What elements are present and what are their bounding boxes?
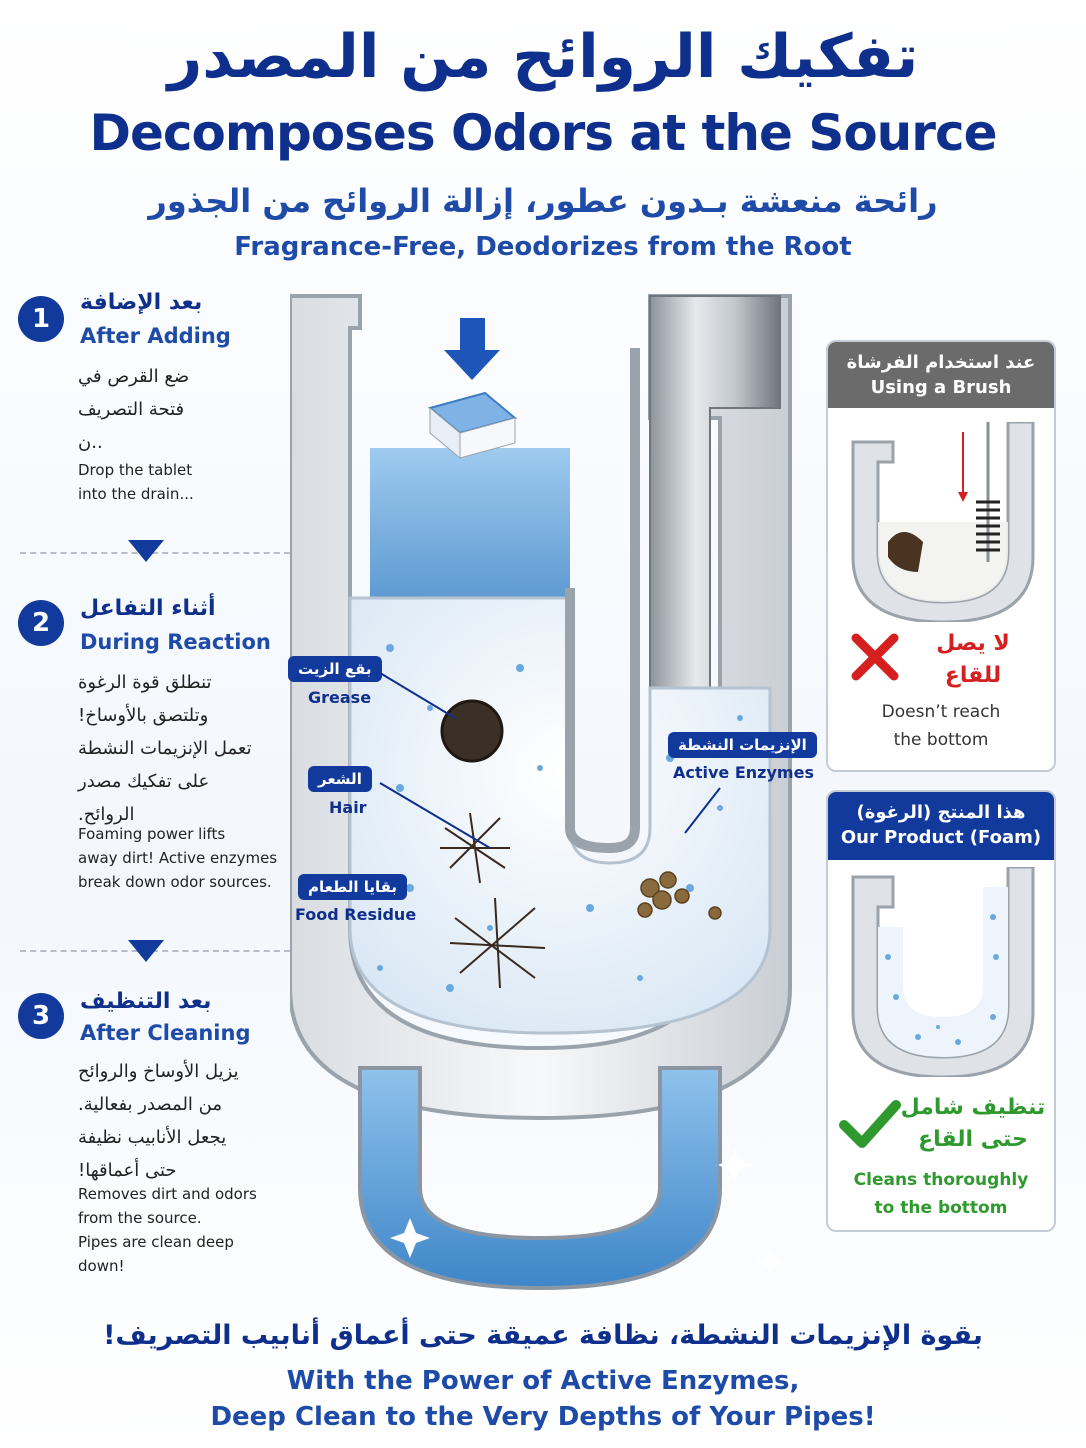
text-line: تنظيف شامل xyxy=(900,1095,1046,1120)
brush-result-arabic: لا يصل للقاع xyxy=(908,628,1038,692)
text-line: تنطلق قوة الرغوة xyxy=(78,672,212,693)
food-residue-tag: بقايا الطعام xyxy=(298,874,408,900)
step-title-english: During Reaction xyxy=(80,630,271,654)
product-comparison-panel: هذا المنتج (الرغوة) Our Product (Foam) ت… xyxy=(826,790,1056,1232)
text-line: حتى القاع xyxy=(918,1127,1028,1152)
footer-english-line-1: With the Power of Active Enzymes, xyxy=(286,1366,800,1396)
step-body-arabic: يزيل الأوساخ والروائح من المصدر بفعالية.… xyxy=(78,1055,288,1187)
text-line: the bottom xyxy=(893,730,989,750)
sparkle-icon xyxy=(390,1148,784,1276)
panel-title-english: Our Product (Foam) xyxy=(840,827,1042,848)
text-line: from the source. xyxy=(78,1209,202,1227)
title-arabic: تفكيك الروائح من المصدر xyxy=(167,22,919,92)
grease-label: Grease xyxy=(308,688,372,707)
step-body-arabic: تنطلق قوة الرغوة وتلتصق بالأوساخ! تعمل ا… xyxy=(78,666,288,831)
text-line: Drop the tablet xyxy=(78,461,193,479)
text-line: Removes dirt and odors xyxy=(78,1185,257,1203)
grease-tag: بقع الزيت xyxy=(288,656,382,682)
step-title-arabic: بعد التنظيف xyxy=(80,989,212,1014)
callout-lines xyxy=(379,672,721,849)
footer-arabic: بقوة الإنزيمات النشطة، نظافة عميقة حتى أ… xyxy=(103,1320,983,1351)
text-line: وتلتصق بالأوساخ! xyxy=(78,705,209,726)
hair-label: Hair xyxy=(329,798,367,817)
step-body-english: Removes dirt and odors from the source. … xyxy=(78,1182,298,1278)
step-during-reaction: 2 أثناء التفاعل During Reaction تنطلق قو… xyxy=(18,592,288,902)
text-line: تعمل الإنزيمات النشطة xyxy=(78,738,252,759)
step-body-arabic: ضع القرص في فتحة التصريف ..ن xyxy=(78,360,278,459)
step-after-adding: 1 بعد الإضافة After Adding ضع القرص في ف… xyxy=(18,288,288,518)
enzymes-label: Active Enzymes xyxy=(673,763,814,782)
text-line: يزيل الأوساخ والروائح xyxy=(78,1061,239,1082)
step-body-english: Drop the tablet into the drain... xyxy=(78,458,293,506)
step-title-english: After Cleaning xyxy=(80,1021,251,1045)
panel-header: هذا المنتج (الرغوة) Our Product (Foam) xyxy=(828,792,1054,860)
text-line: Pipes are clean deep xyxy=(78,1233,234,1251)
step-number-badge: 3 xyxy=(18,993,64,1039)
text-line: للقاع xyxy=(944,663,1002,688)
text-line: into the drain... xyxy=(78,485,194,503)
text-line: to the bottom xyxy=(874,1198,1008,1218)
clean-pipe-section xyxy=(358,1066,722,1291)
dirt-clump xyxy=(888,532,923,572)
text-line: down! xyxy=(78,1257,125,1275)
text-line: Cleans thoroughly xyxy=(853,1170,1029,1190)
hair-clump xyxy=(440,812,546,989)
step-after-cleaning: 3 بعد التنظيف After Cleaning يزيل الأوسا… xyxy=(18,985,288,1285)
text-line: حتى أعماقها! xyxy=(78,1160,177,1181)
text-line: ..ن xyxy=(78,432,103,453)
food-residue xyxy=(637,871,722,920)
arrow-down-icon xyxy=(128,540,164,562)
text-line: away dirt! Active enzymes xyxy=(78,849,278,867)
text-line: من المصدر بفعالية. xyxy=(78,1094,222,1115)
text-line: Doesn’t reach xyxy=(881,702,1001,722)
hair-tag: الشعر xyxy=(308,766,372,792)
panel-title-english: Using a Brush xyxy=(870,377,1012,398)
panel-header: عند استخدام الفرشاة Using a Brush xyxy=(828,342,1054,408)
text-line: فتحة التصريف xyxy=(78,399,185,420)
food-residue-label: Food Residue xyxy=(295,905,417,924)
subtitle-arabic: رائحة منعشة بـدون عطور، إزالة الروائح من… xyxy=(148,182,938,220)
arrow-down-icon xyxy=(444,318,500,380)
cross-icon xyxy=(851,633,899,681)
water-column xyxy=(370,448,570,608)
foam-bubbles xyxy=(377,644,743,992)
step-number-badge: 2 xyxy=(18,600,64,646)
step-title-arabic: أثناء التفاعل xyxy=(80,596,216,621)
step-number-badge: 1 xyxy=(18,296,64,342)
text-line: ضع القرص في xyxy=(78,366,190,387)
arrow-down-icon xyxy=(128,940,164,962)
text-line: break down odor sources. xyxy=(78,873,272,891)
tablet-icon xyxy=(427,391,518,460)
enzymes-tag: الإنزيمات النشطة xyxy=(668,732,817,758)
title-english: Decomposes Odors at the Source xyxy=(89,104,998,162)
product-result-english: Cleans thoroughly to the bottom xyxy=(828,1166,1054,1222)
panel-title-arabic: هذا المنتج (الرغوة) xyxy=(856,802,1026,823)
subtitle-english: Fragrance-Free, Deodorizes from the Root xyxy=(234,232,852,262)
drain-pipe-illustration xyxy=(290,294,792,1291)
step-title-english: After Adding xyxy=(80,324,231,348)
panel-title-arabic: عند استخدام الفرشاة xyxy=(846,352,1036,373)
footer-english-line-2: Deep Clean to the Very Depths of Your Pi… xyxy=(210,1402,876,1432)
step-body-english: Foaming power lifts away dirt! Active en… xyxy=(78,822,298,894)
text-line: Foaming power lifts xyxy=(78,825,226,843)
text-line: الروائح. xyxy=(78,804,135,825)
grease-blob xyxy=(440,699,504,763)
text-line: على تفكيك مصدر xyxy=(78,771,210,792)
product-result-arabic: تنظيف شامل حتى القاع xyxy=(898,1092,1048,1156)
foam-pipe-image xyxy=(851,867,1035,1077)
step-title-arabic: بعد الإضافة xyxy=(80,290,203,315)
text-line: يجعل الأنابيب نظيفة xyxy=(78,1127,227,1148)
brush-comparison-panel: عند استخدام الفرشاة Using a Brush لا يصل… xyxy=(826,340,1056,772)
brush-icon xyxy=(976,500,1000,552)
brush-pipe-image xyxy=(851,422,1035,622)
brush-result-english: Doesn’t reach the bottom xyxy=(828,698,1054,754)
inner-pipe-wall xyxy=(565,348,640,854)
text-line: لا يصل xyxy=(936,631,1010,656)
check-icon xyxy=(839,1100,901,1148)
